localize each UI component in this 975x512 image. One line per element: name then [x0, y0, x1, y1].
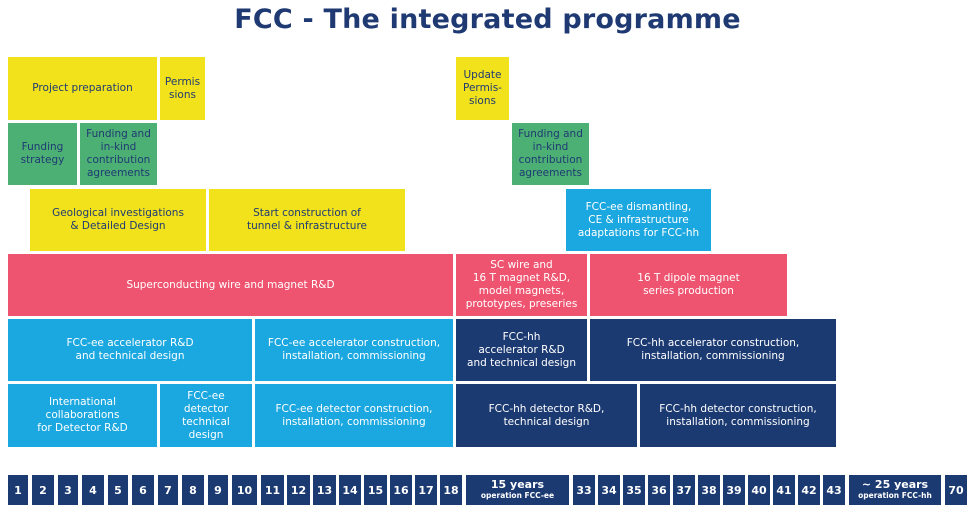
sc-wire-magnet-rd-block: Superconducting wire and magnet R&D [8, 254, 453, 316]
fccee-accelerator-rd-block: FCC-ee accelerator R&D and technical des… [8, 319, 252, 381]
year-cell: 7 [158, 475, 178, 505]
year-cell: 5 [108, 475, 128, 505]
year-cell: 43 [823, 475, 845, 505]
operation-fccee-cell: 15 years operation FCC-ee [466, 475, 569, 505]
year-cell: 4 [82, 475, 104, 505]
timeline: 1 2 3 4 5 6 7 8 9 10 11 12 13 14 15 16 1… [8, 475, 968, 505]
year-cell: 6 [132, 475, 154, 505]
year-cell: 18 [440, 475, 462, 505]
page-title: FCC - The integrated programme [234, 4, 741, 35]
funding-strategy-block: Funding strategy [8, 123, 77, 185]
year-cell: 16 [390, 475, 412, 505]
year-cell: 17 [415, 475, 437, 505]
year-cell: 14 [339, 475, 361, 505]
year-cell: 36 [648, 475, 670, 505]
fcchh-detector-construction-block: FCC-hh detector construction, installati… [640, 384, 836, 447]
year-cell: 13 [313, 475, 336, 505]
fccee-dismantling-block: FCC-ee dismantling, CE & infrastructure … [566, 189, 711, 251]
year-cell: 10 [232, 475, 257, 505]
year-cell: 70 [945, 475, 967, 505]
year-cell: 40 [748, 475, 770, 505]
operation-fcchh-label: operation FCC-hh [858, 491, 932, 500]
sc-wire-16t-block: SC wire and 16 T magnet R&D, model magne… [456, 254, 587, 316]
year-cell: 12 [287, 475, 310, 505]
operation-fccee-years: 15 years [490, 478, 545, 491]
operation-fcchh-years: ~ 25 years [861, 478, 929, 491]
geological-investigations-block: Geological investigations & Detailed Des… [30, 189, 206, 251]
year-cell: 35 [623, 475, 645, 505]
year-cell: 11 [261, 475, 284, 505]
fccee-accelerator-construction-block: FCC-ee accelerator construction, install… [255, 319, 453, 381]
year-cell: 42 [798, 475, 820, 505]
permissions-block: Permis sions [160, 57, 205, 120]
fcchh-detector-rd-block: FCC-hh detector R&D, technical design [456, 384, 637, 447]
start-construction-block: Start construction of tunnel & infrastru… [209, 189, 405, 251]
project-preparation-block: Project preparation [8, 57, 157, 120]
year-cell: 3 [58, 475, 78, 505]
operation-fcchh-cell: ~ 25 years operation FCC-hh [849, 475, 941, 505]
year-cell: 33 [573, 475, 595, 505]
funding-agreements-block-2: Funding and in-kind contribution agreeme… [512, 123, 589, 185]
year-cell: 8 [182, 475, 204, 505]
year-cell: 39 [723, 475, 745, 505]
year-cell: 34 [598, 475, 620, 505]
year-cell: 41 [773, 475, 795, 505]
year-cell: 9 [208, 475, 228, 505]
year-cell: 38 [698, 475, 720, 505]
operation-fccee-label: operation FCC-ee [480, 491, 555, 500]
year-cell: 15 [364, 475, 387, 505]
update-permissions-block: Update Permis- sions [456, 57, 509, 120]
year-cell: 2 [32, 475, 54, 505]
fcchh-accelerator-rd-block: FCC-hh accelerator R&D and technical des… [456, 319, 587, 381]
year-cell: 37 [673, 475, 695, 505]
year-cell: 1 [8, 475, 28, 505]
fcchh-accelerator-construction-block: FCC-hh accelerator construction, install… [590, 319, 836, 381]
fccee-detector-construction-block: FCC-ee detector construction, installati… [255, 384, 453, 447]
fccee-detector-design-block: FCC-ee detector technical design [160, 384, 252, 447]
funding-agreements-block: Funding and in-kind contribution agreeme… [80, 123, 157, 185]
international-collaborations-block: International collaborations for Detecto… [8, 384, 157, 447]
dipole-production-block: 16 T dipole magnet series production [590, 254, 787, 316]
